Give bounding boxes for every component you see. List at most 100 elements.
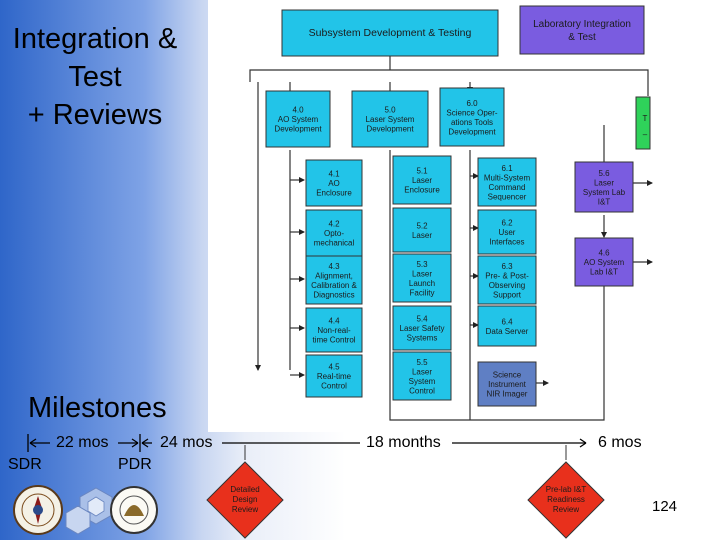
svg-text:Subsystem Development & Testin: Subsystem Development & Testing [309, 27, 472, 39]
svg-text:–: – [643, 130, 648, 139]
wbs-box-4-6-line: AO System [584, 258, 625, 267]
university-seal-logo [13, 485, 63, 535]
title-line-1: Integration & [12, 23, 178, 55]
prelab-readiness-review-diamond-line: Readiness [547, 495, 585, 504]
hexagon-mirror-logo [65, 487, 113, 535]
wbs-box-6-1-line: Multi-System [484, 173, 531, 182]
lab-integration-test-box: Laboratory Integration & Test [519, 5, 645, 55]
wbs-box-5-5-line: Laser [412, 367, 432, 376]
duration-18-months: 18 months [366, 434, 441, 451]
wbs-box-5-1-line: 5.1 [416, 167, 428, 176]
wbs-box-5-0-line: Development [366, 125, 414, 134]
detailed-design-review-diamond-line: Review [232, 505, 258, 514]
wbs-box-4-6-line: Lab I&T [590, 268, 618, 277]
page-number: 124 [652, 498, 678, 515]
duration-6-mos: 6 mos [598, 434, 642, 451]
duration-22-mos: 22 mos [56, 434, 109, 451]
wbs-box-5-2-line: Laser [412, 231, 432, 240]
svg-text:T: T [643, 114, 648, 123]
connector-lines [249, 56, 653, 421]
wbs-box-6-4-line: Data Server [486, 327, 529, 336]
wbs-box-6-0-line: 6.0 [466, 99, 478, 108]
prelab-readiness-review-diamond-line: Pre-lab I&T [546, 485, 587, 494]
wbs-box-6-0-line: Science Oper- [446, 108, 497, 117]
wbs-box-4-5-line: Real-time [317, 372, 352, 381]
wbs-box-5-4-line: Systems [407, 334, 438, 343]
wbs-box-4-1-line: Enclosure [316, 189, 352, 198]
wbs-box-5-3-line: Laser [412, 269, 432, 278]
wbs-box-6-1-line: Sequencer [488, 192, 527, 201]
wbs-box-4-2-line: mechanical [314, 239, 355, 248]
wbs-box-4-4-line: 4.4 [328, 317, 340, 326]
wbs-box-6-0-line: ations Tools [451, 118, 493, 127]
title-line-2: Test [68, 61, 122, 93]
subsystem-dev-testing-box: Subsystem Development & Testing [281, 9, 499, 57]
timeline-arrows [27, 434, 587, 452]
wbs-box-5-3-line: 5.3 [416, 260, 428, 269]
detailed-design-review-diamond-line: Detailed [230, 485, 259, 494]
wbs-box-4-6-line: 4.6 [598, 249, 610, 258]
science-instrument-box-line: Science [493, 371, 522, 380]
wbs-box-4-3-line: Alignment, [315, 271, 353, 280]
institution-logos [13, 485, 158, 535]
wbs-box-4-3-line: Diagnostics [313, 290, 354, 299]
wbs-box-5-0-line: 5.0 [384, 106, 396, 115]
title-line-3: + Reviews [27, 99, 163, 131]
wbs-box-4-0-line: AO System [278, 115, 319, 124]
wbs-box-6-3-line: Pre- & Post- [485, 271, 529, 280]
wbs-box-5-5-line: System [409, 377, 436, 386]
sdr-label: SDR [8, 456, 42, 473]
wbs-box-4-5-line: Control [321, 382, 347, 391]
wbs-box-4-4-line: time Control [312, 336, 355, 345]
wbs-box-5-4-line: 5.4 [416, 315, 428, 324]
wbs-box-5-6-line: I&T [598, 197, 611, 206]
wbs-box-6-3-line: Support [493, 290, 522, 299]
wbs-box-4-2-line: Opto- [324, 229, 344, 238]
wbs-box-5-1-line: Enclosure [404, 186, 440, 195]
observatory-seal-logo [110, 486, 158, 534]
wbs-box-6-1-line: Command [489, 183, 526, 192]
wbs-box-6-2-line: 6.2 [501, 219, 513, 228]
wbs-box-6-3-line: 6.3 [501, 262, 513, 271]
wbs-box-5-4-line: Laser Safety [400, 324, 445, 333]
slide-title: Integration & Test + Reviews [0, 20, 190, 134]
wbs-box-6-4-line: 6.4 [501, 317, 513, 326]
wbs-box-5-5-line: Control [409, 386, 435, 395]
wbs-box-5-3-line: Launch [409, 279, 435, 288]
wbs-box-4-0-line: 4.0 [292, 106, 304, 115]
science-instrument-box-line: NIR Imager [487, 390, 528, 399]
wbs-box-5-1-line: Laser [412, 176, 432, 185]
wbs-box-5-6-line: 5.6 [598, 169, 610, 178]
wbs-box-4-0-line: Development [274, 125, 322, 134]
wbs-box-6-1-line: 6.1 [501, 164, 513, 173]
science-instrument-box-line: Instrument [488, 380, 527, 389]
wbs-box-4-4-line: Non-real- [317, 326, 351, 335]
partial-green-box: T – [635, 96, 651, 150]
svg-text:& Test: & Test [568, 32, 596, 43]
wbs-box-5-2-line: 5.2 [416, 221, 428, 230]
wbs-box-6-2-line: Interfaces [489, 238, 524, 247]
wbs-box-5-5-line: 5.5 [416, 358, 428, 367]
pdr-label: PDR [118, 456, 152, 473]
wbs-box-4-1-line: 4.1 [328, 170, 340, 179]
